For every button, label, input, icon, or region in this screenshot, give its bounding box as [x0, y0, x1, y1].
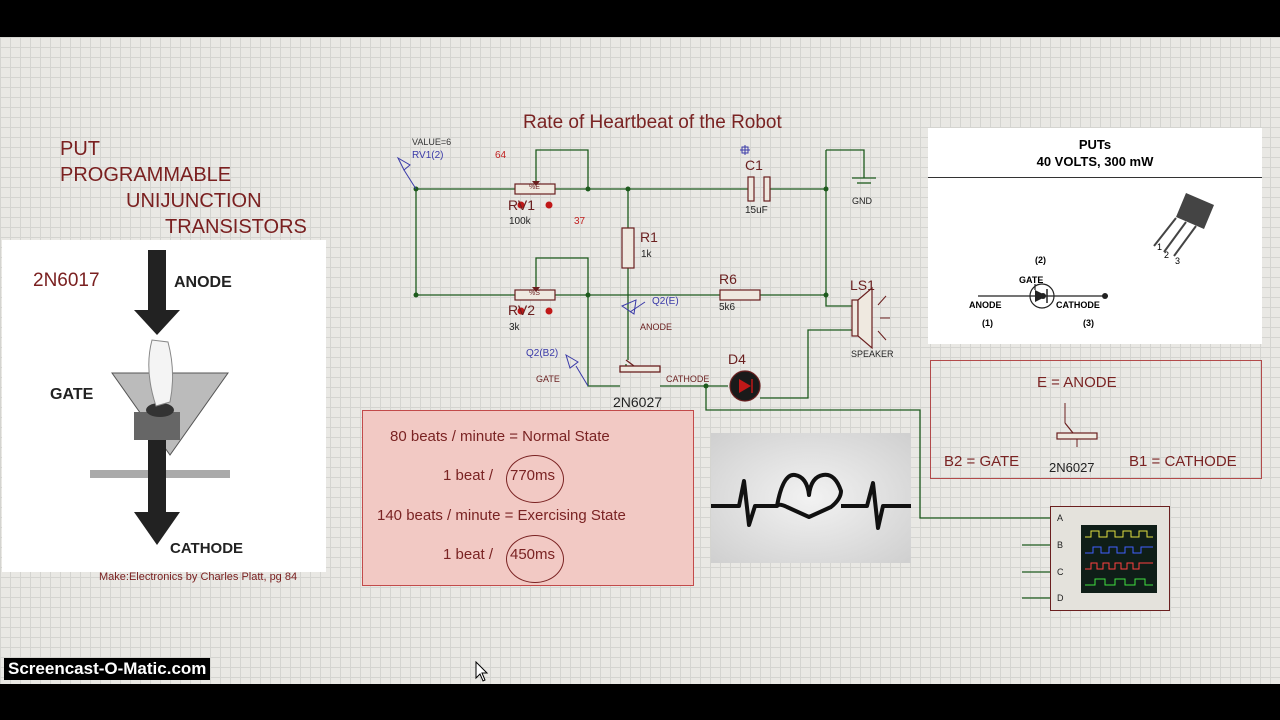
timing-box: 80 beats / minute = Normal State 1 beat … — [362, 410, 694, 586]
exercising-beat-prefix: 1 beat / — [443, 546, 494, 563]
node-64: 64 — [495, 150, 507, 161]
scope-screen — [1081, 525, 1157, 593]
mapping-part: 2N6027 — [1049, 460, 1095, 475]
mapping-b2: B2 = GATE — [944, 453, 1020, 470]
put-heading-line3: UNIJUNCTION — [126, 190, 262, 212]
exercising-beat-ms: 450ms — [510, 546, 556, 563]
r6-value: 5k6 — [719, 302, 736, 313]
put-cathode-label: CATHODE — [666, 374, 710, 384]
scope-channel-a: A — [1057, 513, 1064, 523]
puts-gate: GATE — [1019, 275, 1044, 285]
put-illustration — [90, 250, 230, 545]
put-part-number: 2N6017 — [33, 270, 100, 291]
heartbeat-image — [711, 433, 911, 563]
r1-resistor[interactable] — [621, 227, 635, 269]
put-gate-label: GATE — [536, 374, 560, 384]
put-heading-line1: PUT — [60, 138, 100, 160]
d4-diode[interactable] — [729, 370, 761, 402]
gnd-label: GND — [852, 196, 872, 206]
put-illustration-panel: 2N6017 ANODE GATE CATHODE — [2, 240, 326, 572]
ground-symbol — [852, 177, 876, 184]
put-heading-line2: PROGRAMMABLE — [60, 164, 232, 186]
pin-2-label: 2 — [1164, 250, 1170, 260]
rv1-value: 100k — [509, 216, 531, 227]
puts-rating: 40 VOLTS, 300 mW — [1036, 154, 1154, 169]
rv1-label: RV1 — [508, 197, 535, 213]
rv2-value: 3k — [509, 322, 520, 333]
mapping-put-symbol — [1056, 403, 1098, 447]
anode-label: ANODE — [174, 274, 232, 291]
puts-gate-num: (2) — [1035, 255, 1046, 265]
r6-label: R6 — [719, 271, 737, 287]
page-title: Rate of Heartbeat of the Robot — [523, 112, 782, 133]
c1-capacitor[interactable] — [747, 176, 771, 202]
normal-state-text: 80 beats / minute = Normal State — [390, 428, 610, 445]
put-heading-line4: TRANSISTORS — [165, 216, 307, 238]
book-credit: Make:Electronics by Charles Platt, pg 84 — [99, 571, 298, 583]
ls1-label: LS1 — [850, 277, 875, 293]
r1-label: R1 — [640, 229, 658, 245]
normal-beat-ms: 770ms — [510, 467, 556, 484]
heart-ecg-drawing — [711, 472, 911, 530]
q2e-probe-label: Q2(E) — [652, 296, 679, 307]
put-transistor[interactable] — [619, 359, 661, 373]
scope-channel-d: D — [1057, 593, 1064, 603]
scope-channel-c: C — [1057, 567, 1064, 577]
cathode-label: CATHODE — [170, 540, 244, 557]
r1-value: 1k — [641, 249, 652, 260]
mapping-e: E = ANODE — [1037, 374, 1117, 391]
pin-3-label: 3 — [1175, 256, 1181, 266]
puts-anode: ANODE — [969, 300, 1002, 310]
rv2-label: RV2 — [508, 302, 535, 318]
pin-1-label: 1 — [1157, 242, 1163, 252]
puts-symbols — [978, 193, 1214, 309]
puts-anode-num: (1) — [982, 318, 993, 328]
q2b2-probe-label: Q2(B2) — [526, 348, 559, 359]
screencast-watermark: Screencast-O-Matic.com — [4, 658, 211, 680]
c1-value: 15uF — [745, 205, 768, 216]
oscilloscope[interactable]: A B C D — [1050, 506, 1170, 611]
exercising-state-text: 140 beats / minute = Exercising State — [377, 507, 626, 524]
exercising-beat-value — [506, 535, 564, 583]
speaker-symbol[interactable] — [851, 286, 873, 350]
mapping-b1: B1 = CATHODE — [1129, 453, 1237, 470]
normal-beat-value — [506, 455, 564, 503]
r6-resistor[interactable] — [719, 289, 761, 301]
puts-title: PUTs — [1078, 137, 1112, 152]
rv1-probe-label: RV1(2) — [412, 150, 444, 161]
speaker-label: SPEAKER — [851, 349, 894, 359]
gate-label: GATE — [50, 386, 94, 403]
value-label: VALUE=6 — [412, 137, 452, 147]
puts-cathode-num: (3) — [1083, 318, 1094, 328]
put-anode-label: ANODE — [640, 322, 673, 332]
puts-cathode: CATHODE — [1056, 300, 1100, 310]
puts-datasheet-panel: PUTs 40 VOLTS, 300 mW (2) GATE ANODE CAT… — [928, 128, 1262, 344]
scope-channel-b: B — [1057, 540, 1064, 550]
node-37: 37 — [574, 216, 586, 227]
c1-label: C1 — [745, 157, 763, 173]
rv1-pot-mark: %E — [529, 184, 540, 191]
rv2-pot-mark: %S — [529, 290, 540, 297]
mouse-cursor-icon — [475, 661, 489, 682]
pin-mapping-box: E = ANODE B2 = GATE B1 = CATHODE 2N6027 — [930, 360, 1262, 479]
d4-label: D4 — [728, 351, 746, 367]
put-part-label: 2N6027 — [613, 394, 663, 410]
normal-beat-prefix: 1 beat / — [443, 467, 494, 484]
